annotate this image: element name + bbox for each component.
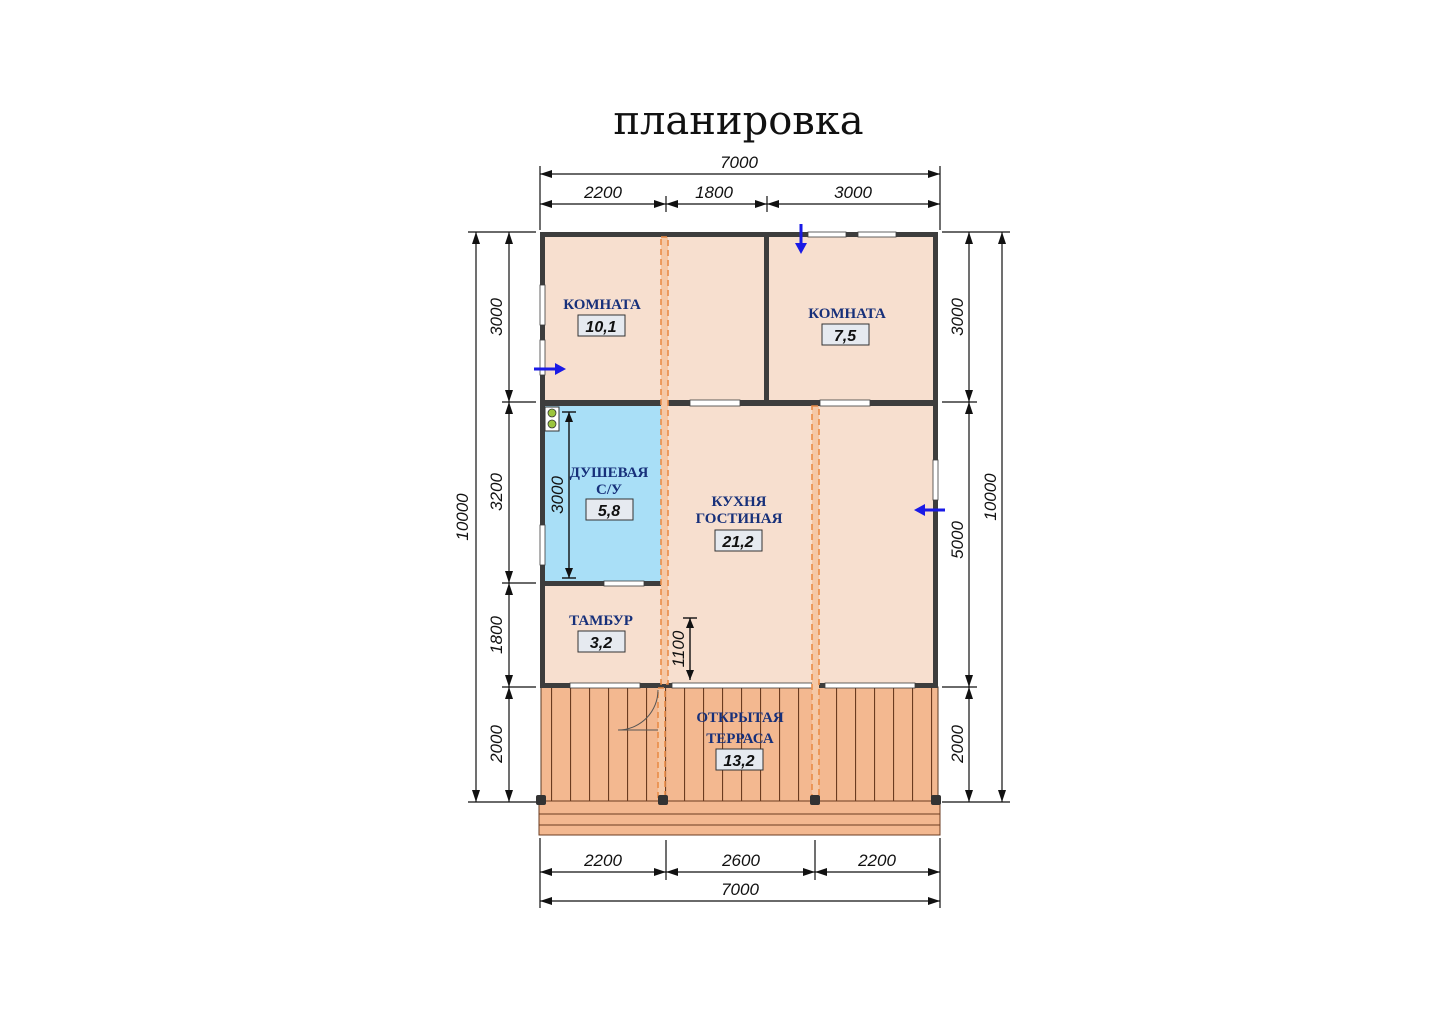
vestibule-area: 3,2 — [590, 635, 612, 652]
dim-right-seg-1: 3000 — [948, 298, 967, 336]
room1-area-box — [577, 314, 626, 337]
room2-area-box — [821, 323, 870, 346]
kitchen-area: 21,2 — [721, 534, 753, 551]
dim-bottom-total: 7000 — [721, 880, 759, 899]
kitchen-name-1: КУХНЯ — [712, 494, 767, 510]
dimension-arrowheads — [472, 170, 1006, 905]
shower-area-box — [585, 498, 634, 521]
room1-area: 10,1 — [585, 319, 616, 336]
kitchen-floor — [665, 405, 934, 685]
door-swing — [617, 689, 659, 731]
dim-top-seg-3: 3000 — [834, 183, 872, 202]
dim-right-seg-3: 2000 — [948, 725, 967, 764]
dim-top-total: 7000 — [720, 153, 758, 172]
terrace-posts — [536, 795, 941, 805]
terrace-name-1: ОТКРЫТАЯ — [696, 710, 784, 726]
windows — [539, 231, 939, 689]
dim-top-seg-1: 2200 — [583, 183, 622, 202]
vestibule-area-box — [577, 630, 626, 653]
kitchen-area-box — [714, 529, 763, 552]
vestibule-name: ТАМБУР — [569, 613, 633, 629]
terrace-deck — [540, 686, 939, 802]
dim-bottom-seg-2: 2600 — [721, 851, 760, 870]
room1-floor — [544, 236, 766, 402]
terrace-steps — [538, 800, 941, 836]
shower-fixtures — [544, 406, 560, 432]
room2-area: 7,5 — [834, 328, 857, 345]
kitchen-name-2: ГОСТИНАЯ — [696, 511, 783, 527]
plan-title: планировка — [613, 98, 864, 144]
dim-right-total: 10000 — [981, 473, 1000, 521]
ceiling-beams — [657, 236, 820, 802]
dim-left-seg-1: 3000 — [487, 298, 506, 336]
terrace-name-2: ТЕРРАСА — [706, 731, 774, 747]
dim-right-seg-2: 5000 — [948, 521, 967, 559]
dim-left-seg-2: 3200 — [487, 473, 506, 511]
dim-left-seg-3: 1800 — [487, 616, 506, 654]
terrace-area-box — [715, 748, 764, 771]
shower-area: 5,8 — [598, 503, 620, 520]
room2-name: КОМНАТА — [808, 306, 886, 322]
entry-arrows — [534, 224, 945, 516]
dim-left-seg-4: 2000 — [487, 725, 506, 764]
terrace-area: 13,2 — [723, 753, 754, 770]
dim-bottom-seg-3: 2200 — [857, 851, 896, 870]
shower-name-1: ДУШЕВАЯ — [570, 465, 649, 481]
dim-shower-inner: 3000 — [548, 476, 567, 514]
shower-floor — [544, 405, 662, 583]
dim-top-seg-2: 1800 — [695, 183, 733, 202]
shower-name-2: С/У — [596, 482, 622, 498]
dim-left-total: 10000 — [453, 493, 472, 541]
interior-dims — [562, 411, 697, 680]
dim-bottom-seg-1: 2200 — [583, 851, 622, 870]
room1-name: КОМНАТА — [563, 297, 641, 313]
dim-vestibule-inner: 1100 — [669, 630, 688, 667]
room2-floor — [766, 236, 934, 402]
